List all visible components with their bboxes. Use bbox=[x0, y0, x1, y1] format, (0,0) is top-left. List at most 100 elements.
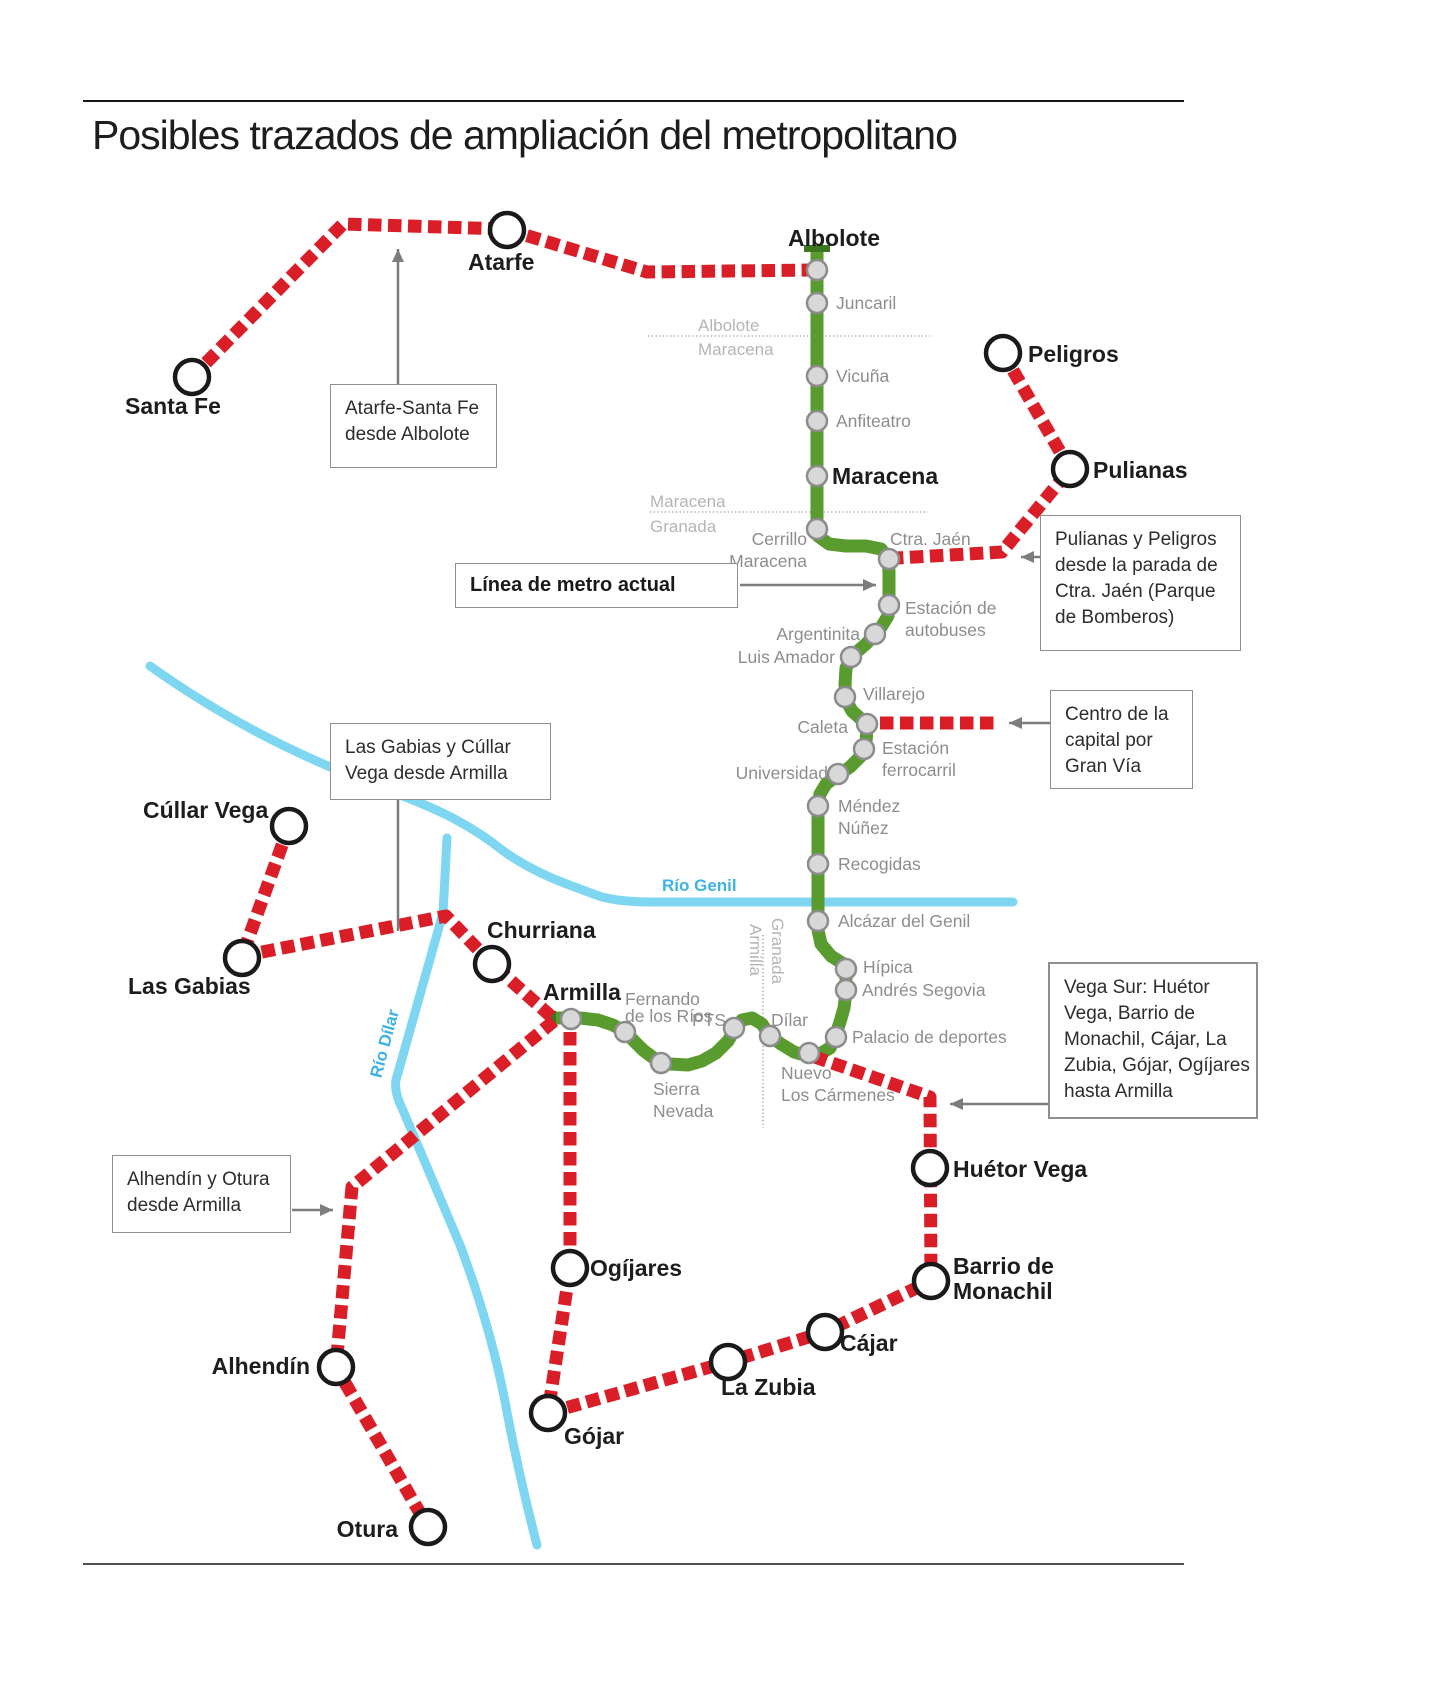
town-label-armilla: Armilla bbox=[543, 979, 621, 1005]
town-label-la-zubia: La Zubia bbox=[721, 1374, 816, 1400]
annotation-line: Ctra. Jaén (Parque bbox=[1055, 581, 1216, 602]
station-label-palacio: Palacio de deportes bbox=[852, 1027, 1007, 1047]
town-circle-peligros bbox=[983, 333, 1023, 373]
annotation-line: Atarfe-Santa Fe bbox=[345, 398, 480, 419]
station-label-argentinita: Argentinita bbox=[776, 624, 860, 644]
station-label-juncaril: Juncaril bbox=[836, 293, 896, 313]
town-circles bbox=[172, 210, 1090, 1547]
station-label-autobuses-1: Estación de bbox=[905, 598, 996, 618]
town-circle-cullar-vega bbox=[269, 806, 309, 846]
annotation-line: Centro de la bbox=[1065, 704, 1169, 725]
station-label-sierra-1: Sierra bbox=[653, 1079, 700, 1099]
annotation-box-atarfe-santafe: Atarfe-Santa Fe desde Albolote bbox=[330, 384, 497, 468]
town-circle-atarfe bbox=[487, 210, 527, 250]
station-label-autobuses-2: autobuses bbox=[905, 620, 986, 640]
town-label-barrio-2: Monachil bbox=[953, 1278, 1053, 1304]
station-dot-cerrillo-maracena bbox=[805, 517, 829, 541]
station-dot-ctra-jaen bbox=[877, 547, 901, 571]
metro-line-terminus-albolote bbox=[804, 245, 830, 252]
town-label-barrio-1: Barrio de bbox=[953, 1253, 1054, 1279]
annotation-line: Alhendín y Otura bbox=[127, 1169, 270, 1190]
station-label-ctra-jaen: Ctra. Jaén bbox=[890, 529, 971, 549]
extension-santafe-atarfe-albolote bbox=[187, 217, 813, 382]
town-circle-la-zubia bbox=[708, 1342, 748, 1382]
town-label-pulianas: Pulianas bbox=[1093, 457, 1188, 483]
station-dot-universidad bbox=[826, 762, 850, 786]
town-label-maracena: Maracena bbox=[832, 463, 938, 489]
station-label-villarejo: Villarejo bbox=[863, 684, 925, 704]
boundary-label-granada-2: Granada bbox=[768, 918, 787, 985]
extension-armilla-alhendin-otura bbox=[329, 1015, 559, 1531]
town-label-peligros: Peligros bbox=[1028, 341, 1119, 367]
station-dot-argentinita bbox=[863, 622, 887, 646]
annotation-line: desde la parada de bbox=[1055, 555, 1218, 576]
annotation-line: Pulianas y Peligros bbox=[1055, 529, 1217, 550]
annotation-line: Las Gabias y Cúllar bbox=[345, 737, 511, 758]
annotation-line: Vega Sur: Huétor bbox=[1064, 977, 1210, 998]
town-label-atarfe: Atarfe bbox=[468, 249, 534, 275]
annotation-line: capital por bbox=[1065, 730, 1153, 751]
station-label-mendez-2: Núñez bbox=[838, 818, 889, 838]
station-dot-hipica bbox=[834, 957, 858, 981]
extension-armilla-ogijares-gojar bbox=[541, 1032, 577, 1414]
town-circle-churriana bbox=[472, 944, 512, 984]
town-circle-alhendin bbox=[316, 1347, 356, 1387]
station-dot-estacion-ferrocarril bbox=[852, 737, 876, 761]
station-dot-palacio-deportes bbox=[824, 1025, 848, 1049]
annotation-box-vega-sur: Vega Sur: Huétor Vega, Barrio de Monachi… bbox=[1048, 962, 1258, 1119]
town-label-cajar: Cájar bbox=[840, 1330, 898, 1356]
annotation-line: desde Albolote bbox=[345, 424, 470, 445]
station-dot-villarejo bbox=[833, 685, 857, 709]
station-dot-juncaril bbox=[805, 291, 829, 315]
page-title: Posibles trazados de ampliación del metr… bbox=[92, 112, 958, 158]
annotation-line: de Bomberos) bbox=[1055, 607, 1175, 628]
station-dot-pts bbox=[722, 1016, 746, 1040]
station-label-recogidas: Recogidas bbox=[838, 854, 921, 874]
annotation-pointers bbox=[292, 249, 1051, 1216]
annotation-line: Línea de metro actual bbox=[470, 574, 676, 596]
boundary-label-albolote: Albolote bbox=[698, 316, 759, 335]
station-dots bbox=[559, 258, 901, 1075]
town-circle-pulianas bbox=[1050, 449, 1090, 489]
town-circle-ogijares bbox=[550, 1248, 590, 1288]
station-dot-vicuna bbox=[805, 364, 829, 388]
town-circle-huetor-vega bbox=[910, 1148, 950, 1188]
station-label-sierra-2: Nevada bbox=[653, 1101, 714, 1121]
station-dot-estacion-autobuses bbox=[877, 593, 901, 617]
town-circle-barrio-monachil bbox=[911, 1261, 951, 1301]
station-dot-nuevo-los-carmenes bbox=[797, 1041, 821, 1065]
town-label-las-gabias: Las Gabias bbox=[128, 973, 251, 999]
town-label-otura: Otura bbox=[337, 1516, 399, 1542]
station-label-cerrillo-1: Cerrillo bbox=[752, 529, 807, 549]
station-label-cerrillo-2: Maracena bbox=[729, 551, 807, 571]
station-dot-luis-amador bbox=[839, 645, 863, 669]
station-label-caleta: Caleta bbox=[797, 717, 848, 737]
station-label-mendez-1: Méndez bbox=[838, 796, 900, 816]
station-label-pts: PTS bbox=[692, 1010, 726, 1030]
extension-lines bbox=[187, 217, 1077, 1531]
station-label-fernando-2: de los Ríos bbox=[625, 1006, 713, 1026]
station-dot-recogidas bbox=[806, 852, 830, 876]
station-dot-andres-segovia bbox=[834, 978, 858, 1002]
station-dot-dilar bbox=[758, 1024, 782, 1048]
town-label-churriana: Churriana bbox=[487, 917, 596, 943]
annotation-line: Monachil, Cájar, La bbox=[1064, 1029, 1227, 1050]
station-label-universidad: Universidad bbox=[736, 763, 828, 783]
town-label-alhendin: Alhendín bbox=[212, 1353, 310, 1379]
extension-peligros-pulianas-ctrajaen bbox=[896, 349, 1077, 565]
annotation-box-alhendin-otura: Alhendín y Otura desde Armilla bbox=[112, 1155, 291, 1233]
annotation-box-pulianas-peligros: Pulianas y Peligros desde la parada de C… bbox=[1040, 515, 1241, 651]
town-circle-cajar bbox=[805, 1312, 845, 1352]
station-label-hipica: Hípica bbox=[863, 957, 913, 977]
town-label-huetor-vega: Huétor Vega bbox=[953, 1156, 1087, 1182]
annotation-line: hasta Armilla bbox=[1064, 1081, 1173, 1102]
annotation-line: Zubia, Gójar, Ogíjares bbox=[1064, 1055, 1250, 1076]
town-circle-gojar bbox=[528, 1393, 568, 1433]
river-dilar bbox=[391, 833, 542, 1550]
boundary-label-armilla: Armilla bbox=[746, 924, 765, 976]
annotation-box-las-gabias: Las Gabias y Cúllar Vega desde Armilla bbox=[330, 723, 551, 800]
station-label-alcazar: Alcázar del Genil bbox=[838, 911, 970, 931]
station-dot-armilla bbox=[559, 1007, 583, 1031]
